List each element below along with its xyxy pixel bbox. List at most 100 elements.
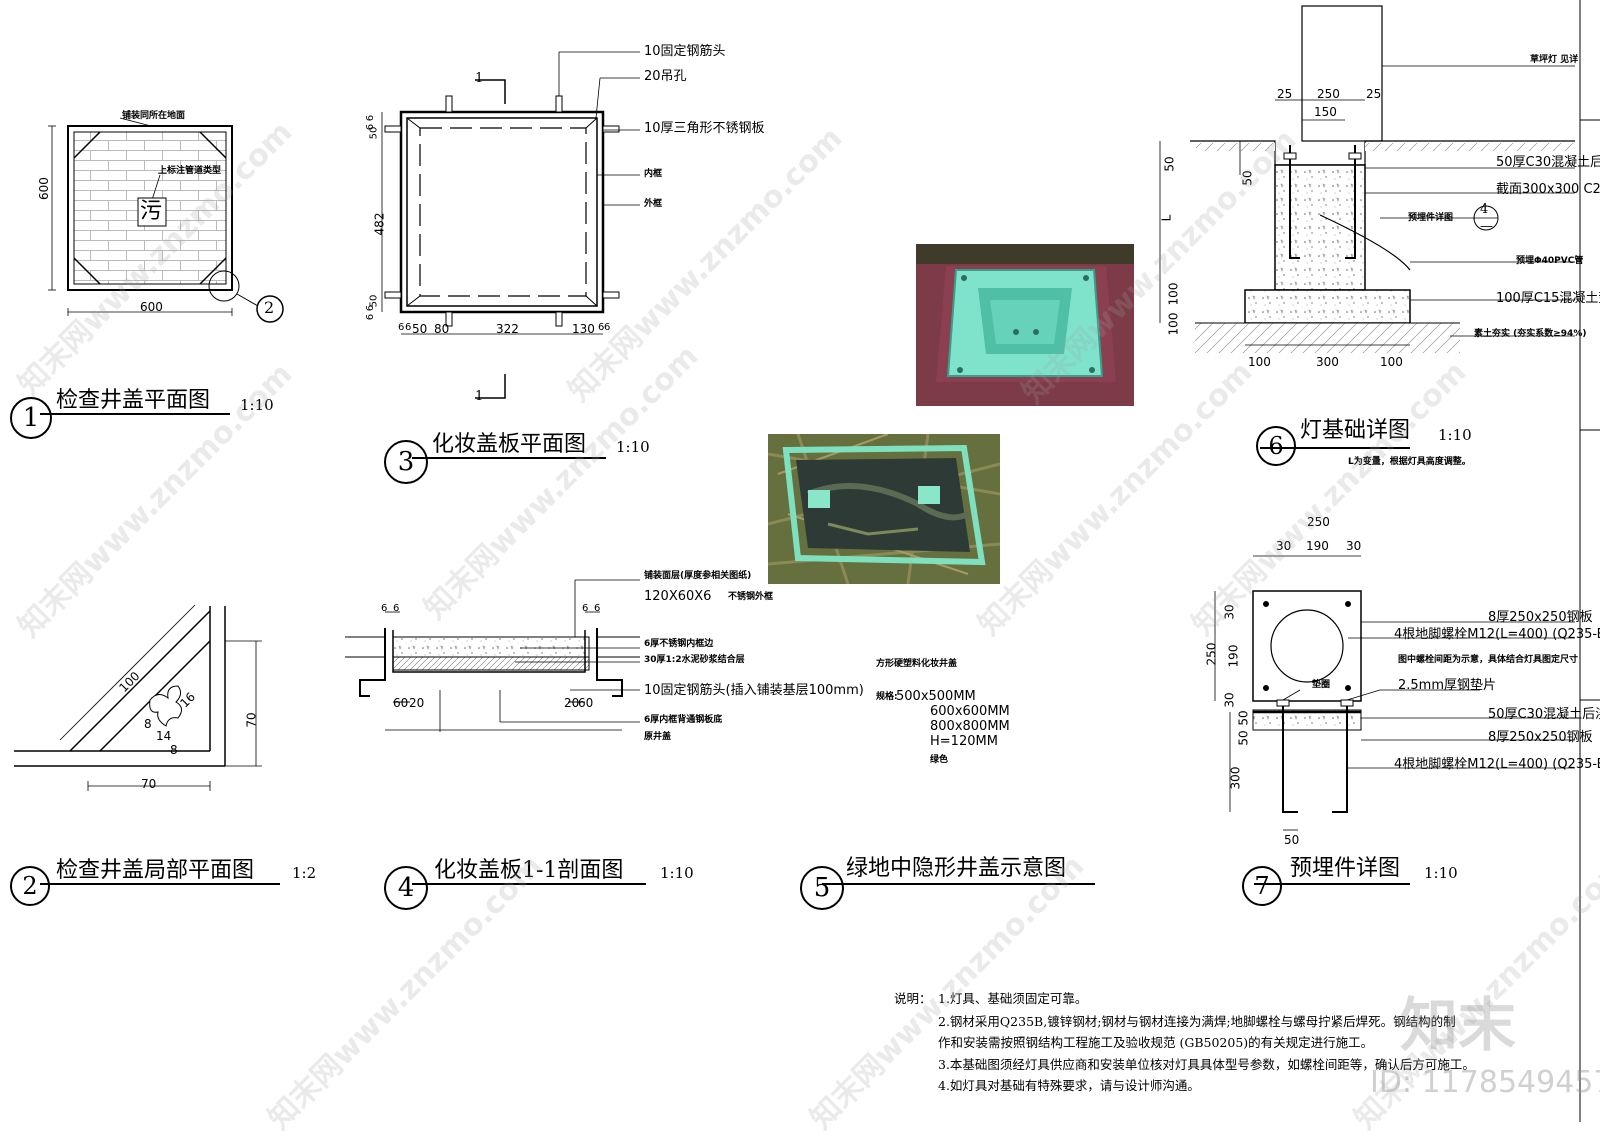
- d7-label-shim: 2.5mm厚钢垫片: [1398, 678, 1497, 693]
- d7-label-washer: 垫圈: [1312, 680, 1331, 690]
- notes-line-3: 作和安装需按照钢结构工程施工及验收规范 (GB50205)的有关规定进行施工。: [938, 1035, 1374, 1050]
- d7-dim-left-300: 300: [1228, 766, 1243, 790]
- d4-label-anchor-bar: 10固定钢筋头(插入铺装基层100mm): [644, 683, 864, 698]
- d4-dim-top-6d: 6: [594, 603, 601, 614]
- d7-dim-left-250: 250: [1204, 642, 1219, 666]
- d4-dim-top-6c: 6: [582, 603, 589, 614]
- manhole-cover-plan: [48, 117, 284, 323]
- d6-dim-top-25a: 25: [1277, 87, 1293, 101]
- d5-spec-800: 800x800MM: [930, 719, 1010, 734]
- d6-dim-bottom-100a: 100: [1248, 355, 1271, 369]
- d5-title: 绿地中隐形井盖示意图: [846, 856, 1067, 881]
- d6-label-c15-pad: 100厚C15混凝土垫层: [1496, 291, 1600, 306]
- d2-title: 检查井盖局部平面图: [56, 858, 255, 883]
- d7-dim-left-50a: 50: [1236, 710, 1251, 726]
- lamp-foundation-detail: [1159, 0, 1600, 1122]
- d6-callout-top: 4: [1480, 202, 1489, 217]
- d6-dim-left-50a: 50: [1162, 156, 1177, 172]
- d7-dim-left-190: 190: [1226, 644, 1241, 668]
- d7-label-anchor-bolts-bottom: 4根地脚螺栓M12(L=400) (Q235-B钢材): [1394, 757, 1600, 772]
- d6-footnote: L为变量，根据灯具高度调整。: [1348, 457, 1471, 467]
- d3-dim-bottom-130: 130: [572, 322, 595, 336]
- d4-label-section-size: 120X60X6: [644, 589, 712, 604]
- d3-dim-bottom-322: 322: [496, 322, 519, 336]
- d7-dim-top-30a: 30: [1276, 539, 1292, 553]
- d7-label-steel-plate-bottom: 8厚250x250钢板: [1488, 730, 1593, 745]
- d3-section-mark-bottom: 1: [475, 389, 484, 404]
- d5-spec-title: 方形硬塑料化妆井盖: [876, 659, 958, 669]
- d1-number-bubble: 1: [10, 397, 52, 439]
- embedded-parts-detail: [1214, 555, 1575, 831]
- d1-note-label: 上标注管道类型: [158, 166, 222, 176]
- d6-dim-top-250: 250: [1317, 87, 1340, 101]
- d3-label-lifting-hole: 20吊孔: [644, 69, 687, 84]
- d6-dim-top-150: 150: [1314, 105, 1337, 119]
- decorative-cover-plan: [381, 51, 640, 399]
- d5-spec-500: 500x500MM: [896, 689, 976, 704]
- d7-dim-top-250: 250: [1307, 515, 1330, 529]
- notes-line-4: 3.本基础图须经灯具供应商和安装单位核对灯具具体型号参数，如螺栓间距等，确认后方…: [938, 1057, 1475, 1072]
- d7-label-anchor-bolts-top: 4根地脚螺栓M12(L=400) (Q235-B钢材): [1394, 627, 1600, 642]
- d1-title: 检查井盖平面图: [56, 388, 211, 413]
- d7-label-c30-topping: 50厚C30混凝土后浇: [1488, 707, 1600, 722]
- d3-label-anchor-bar: 10固定钢筋头: [644, 44, 726, 59]
- d2-dim-70-horiz: 70: [141, 777, 157, 791]
- d6-label-pvc-pipe: 预埋Φ40PVC管: [1516, 256, 1584, 266]
- d1-scale: 1:10: [240, 396, 274, 414]
- d4-dim-bottom-60b: 60: [578, 696, 594, 710]
- d5-spec-label: 规格:: [876, 692, 898, 702]
- d3-dim-bottom-6b: 6: [405, 322, 412, 333]
- d1-detail-callout: 2: [264, 298, 275, 317]
- d5-number-bubble: 5: [800, 866, 844, 910]
- d3-dim-bottom-50: 50: [412, 322, 428, 336]
- d4-label-inner-frame: 6厚不锈钢内框边: [644, 639, 714, 649]
- d4-dim-bottom-20a: 20: [409, 696, 425, 710]
- d1-pipe-type-char: 污: [140, 199, 163, 224]
- d4-label-outer-frame: 不锈钢外框: [728, 592, 774, 602]
- d5-spec-height: H=120MM: [930, 734, 998, 749]
- d1-note-paving: 铺装同所在地面: [122, 111, 186, 121]
- d6-callout-bottom: —: [1480, 219, 1493, 234]
- d7-title: 预埋件详图: [1290, 856, 1401, 881]
- d6-title: 灯基础详图: [1300, 418, 1411, 443]
- d2-dim-70-vert: 70: [244, 712, 259, 728]
- d3-title: 化妆盖板平面图: [432, 432, 587, 457]
- d3-label-outer-frame: 外框: [644, 199, 663, 209]
- d6-scale: 1:10: [1438, 426, 1472, 444]
- d4-label-original-cover: 原井盖: [644, 732, 672, 742]
- d4-scale: 1:10: [660, 864, 694, 882]
- d7-label-steel-plate-top: 8厚250x250钢板: [1488, 610, 1593, 625]
- d2-dim-8b: 8: [170, 743, 178, 757]
- d5-color: 绿色: [930, 755, 949, 765]
- cover-partial-plan: [14, 604, 262, 791]
- d3-label-inner-frame: 内框: [644, 169, 663, 179]
- d3-label-triangle-plate: 10厚三角形不锈钢板: [644, 121, 765, 136]
- d3-dim-bottom-6c: 6: [598, 322, 605, 333]
- d2-dim-8a: 8: [144, 717, 152, 731]
- d3-section-mark-top: 1: [475, 71, 484, 86]
- d4-dim-bottom-20b: 20: [564, 696, 580, 710]
- d4-number-bubble: 4: [384, 866, 428, 910]
- d3-dim-left-482: 482: [372, 212, 387, 236]
- d6-number-bubble: 6: [1256, 426, 1296, 466]
- d4-dim-bottom-60a: 60: [393, 696, 409, 710]
- notes-line-2: 2.钢材采用Q235B,镀锌钢材;钢材与钢材连接为满焊;地脚螺栓与螺母拧紧后焊死…: [938, 1014, 1456, 1029]
- d6-label-lamp: 草坪灯 见详: [1530, 55, 1579, 65]
- photo-hidden-cover-in-lawn: [768, 434, 1000, 584]
- d2-number-bubble: 2: [10, 866, 50, 906]
- d7-number-bubble: 7: [1242, 866, 1282, 906]
- d3-dim-bottom-6a: 6: [398, 322, 405, 333]
- d3-dim-bottom-6d: 6: [604, 322, 611, 333]
- notes-line-1: 1.灯具、基础须固定可靠。: [938, 991, 1088, 1006]
- d3-dim-left-6a: 6: [365, 114, 377, 122]
- d4-title: 化妆盖板1-1剖面图: [434, 858, 624, 883]
- notes-line-5: 4.如灯具对基础有特殊要求，请与设计师沟通。: [938, 1078, 1200, 1093]
- d2-dim-14: 14: [156, 729, 172, 743]
- notes-heading: 说明：: [894, 991, 932, 1006]
- d7-dim-left-30b: 30: [1222, 692, 1237, 708]
- d6-dim-left-100a: 100: [1166, 282, 1181, 306]
- d3-dim-left-6c: 6: [365, 313, 377, 321]
- d1-dim-width: 600: [140, 300, 163, 314]
- d1-dim-height: 600: [37, 177, 51, 200]
